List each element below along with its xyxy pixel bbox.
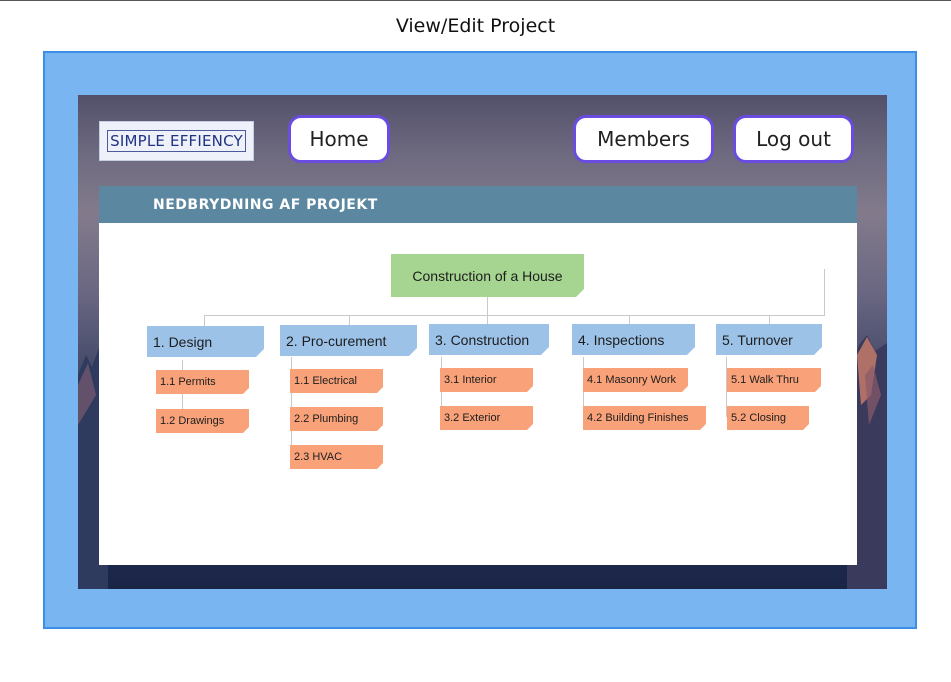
wbs-task-node[interactable]: 3.1 Interior bbox=[440, 368, 533, 392]
connector-line bbox=[769, 315, 770, 330]
wbs-root-node[interactable]: Construction of a House bbox=[391, 254, 584, 297]
wbs-task-node[interactable]: 5.2 Closing bbox=[727, 406, 809, 430]
wbs-task-label: 4.2 Building Finishes bbox=[587, 412, 689, 424]
connector-line bbox=[629, 315, 630, 330]
wbs-phase-label: 4. Inspections bbox=[578, 331, 665, 348]
connector-line bbox=[726, 357, 727, 417]
frame-container: SIMPLE EFFIENCY Home Members Log out NED… bbox=[43, 51, 917, 629]
wbs-phase-node[interactable]: 1. Design bbox=[147, 326, 264, 357]
wbs-task-node[interactable]: 4.2 Building Finishes bbox=[583, 406, 706, 430]
logo-text: SIMPLE EFFIENCY bbox=[107, 130, 246, 152]
wbs-task-node[interactable]: 1.1 Electrical bbox=[290, 369, 383, 393]
wbs-phase-node[interactable]: 2. Pro-curement bbox=[280, 325, 417, 356]
wbs-phase-label: 3. Construction bbox=[435, 331, 530, 348]
wbs-task-label: 2.2 Plumbing bbox=[294, 413, 359, 425]
connector-line bbox=[487, 315, 488, 330]
wbs-task-node[interactable]: 4.1 Masonry Work bbox=[583, 368, 688, 392]
connector-line bbox=[204, 315, 824, 316]
wbs-task-label: 1.1 Electrical bbox=[294, 375, 357, 387]
wbs-phase-node[interactable]: 3. Construction bbox=[429, 324, 549, 355]
wbs-panel: Construction of a House 1. Design 1.1 Pe… bbox=[99, 223, 857, 565]
wbs-task-node[interactable]: 1.2 Drawings bbox=[156, 409, 249, 433]
wbs-task-node[interactable]: 1.1 Permits bbox=[156, 370, 249, 394]
wbs-task-node[interactable]: 3.2 Exterior bbox=[440, 406, 533, 430]
wbs-task-node[interactable]: 2.3 HVAC bbox=[290, 445, 383, 469]
mountain-right-decoration bbox=[847, 335, 887, 589]
top-rule bbox=[0, 0, 951, 1]
wbs-phase-label: 5. Turnover bbox=[722, 331, 793, 348]
wbs-root-label: Construction of a House bbox=[412, 267, 563, 284]
members-button[interactable]: Members bbox=[573, 115, 714, 163]
wbs-task-label: 5.2 Closing bbox=[731, 412, 787, 424]
logo[interactable]: SIMPLE EFFIENCY bbox=[99, 121, 254, 161]
frame-title: View/Edit Project bbox=[395, 15, 556, 37]
connector-line bbox=[204, 315, 205, 330]
panel-title: NEDBRYDNING AF PROJEKT bbox=[153, 196, 378, 213]
wbs-task-node[interactable]: 5.1 Walk Thru bbox=[727, 368, 821, 392]
wbs-task-label: 1.2 Drawings bbox=[160, 415, 225, 427]
connector-line bbox=[349, 315, 350, 330]
wbs-task-label: 3.1 Interior bbox=[444, 374, 497, 386]
wbs-task-label: 5.1 Walk Thru bbox=[731, 374, 799, 386]
wbs-task-label: 3.2 Exterior bbox=[444, 412, 501, 424]
wbs-task-label: 4.1 Masonry Work bbox=[587, 374, 677, 386]
wbs-phase-node[interactable]: 5. Turnover bbox=[716, 324, 822, 355]
logout-button[interactable]: Log out bbox=[733, 115, 854, 163]
wbs-phase-label: 1. Design bbox=[153, 333, 213, 350]
connector-line bbox=[824, 269, 825, 316]
wbs-phase-label: 2. Pro-curement bbox=[286, 332, 387, 349]
app-screen: SIMPLE EFFIENCY Home Members Log out NED… bbox=[78, 95, 887, 589]
wbs-task-label: 1.1 Permits bbox=[160, 376, 216, 388]
home-button[interactable]: Home bbox=[288, 115, 390, 163]
connector-line bbox=[487, 297, 488, 315]
wbs-task-node[interactable]: 2.2 Plumbing bbox=[290, 407, 383, 431]
wbs-task-label: 2.3 HVAC bbox=[294, 451, 343, 463]
wbs-phase-node[interactable]: 4. Inspections bbox=[572, 324, 695, 355]
panel-header: NEDBRYDNING AF PROJEKT bbox=[99, 186, 857, 223]
